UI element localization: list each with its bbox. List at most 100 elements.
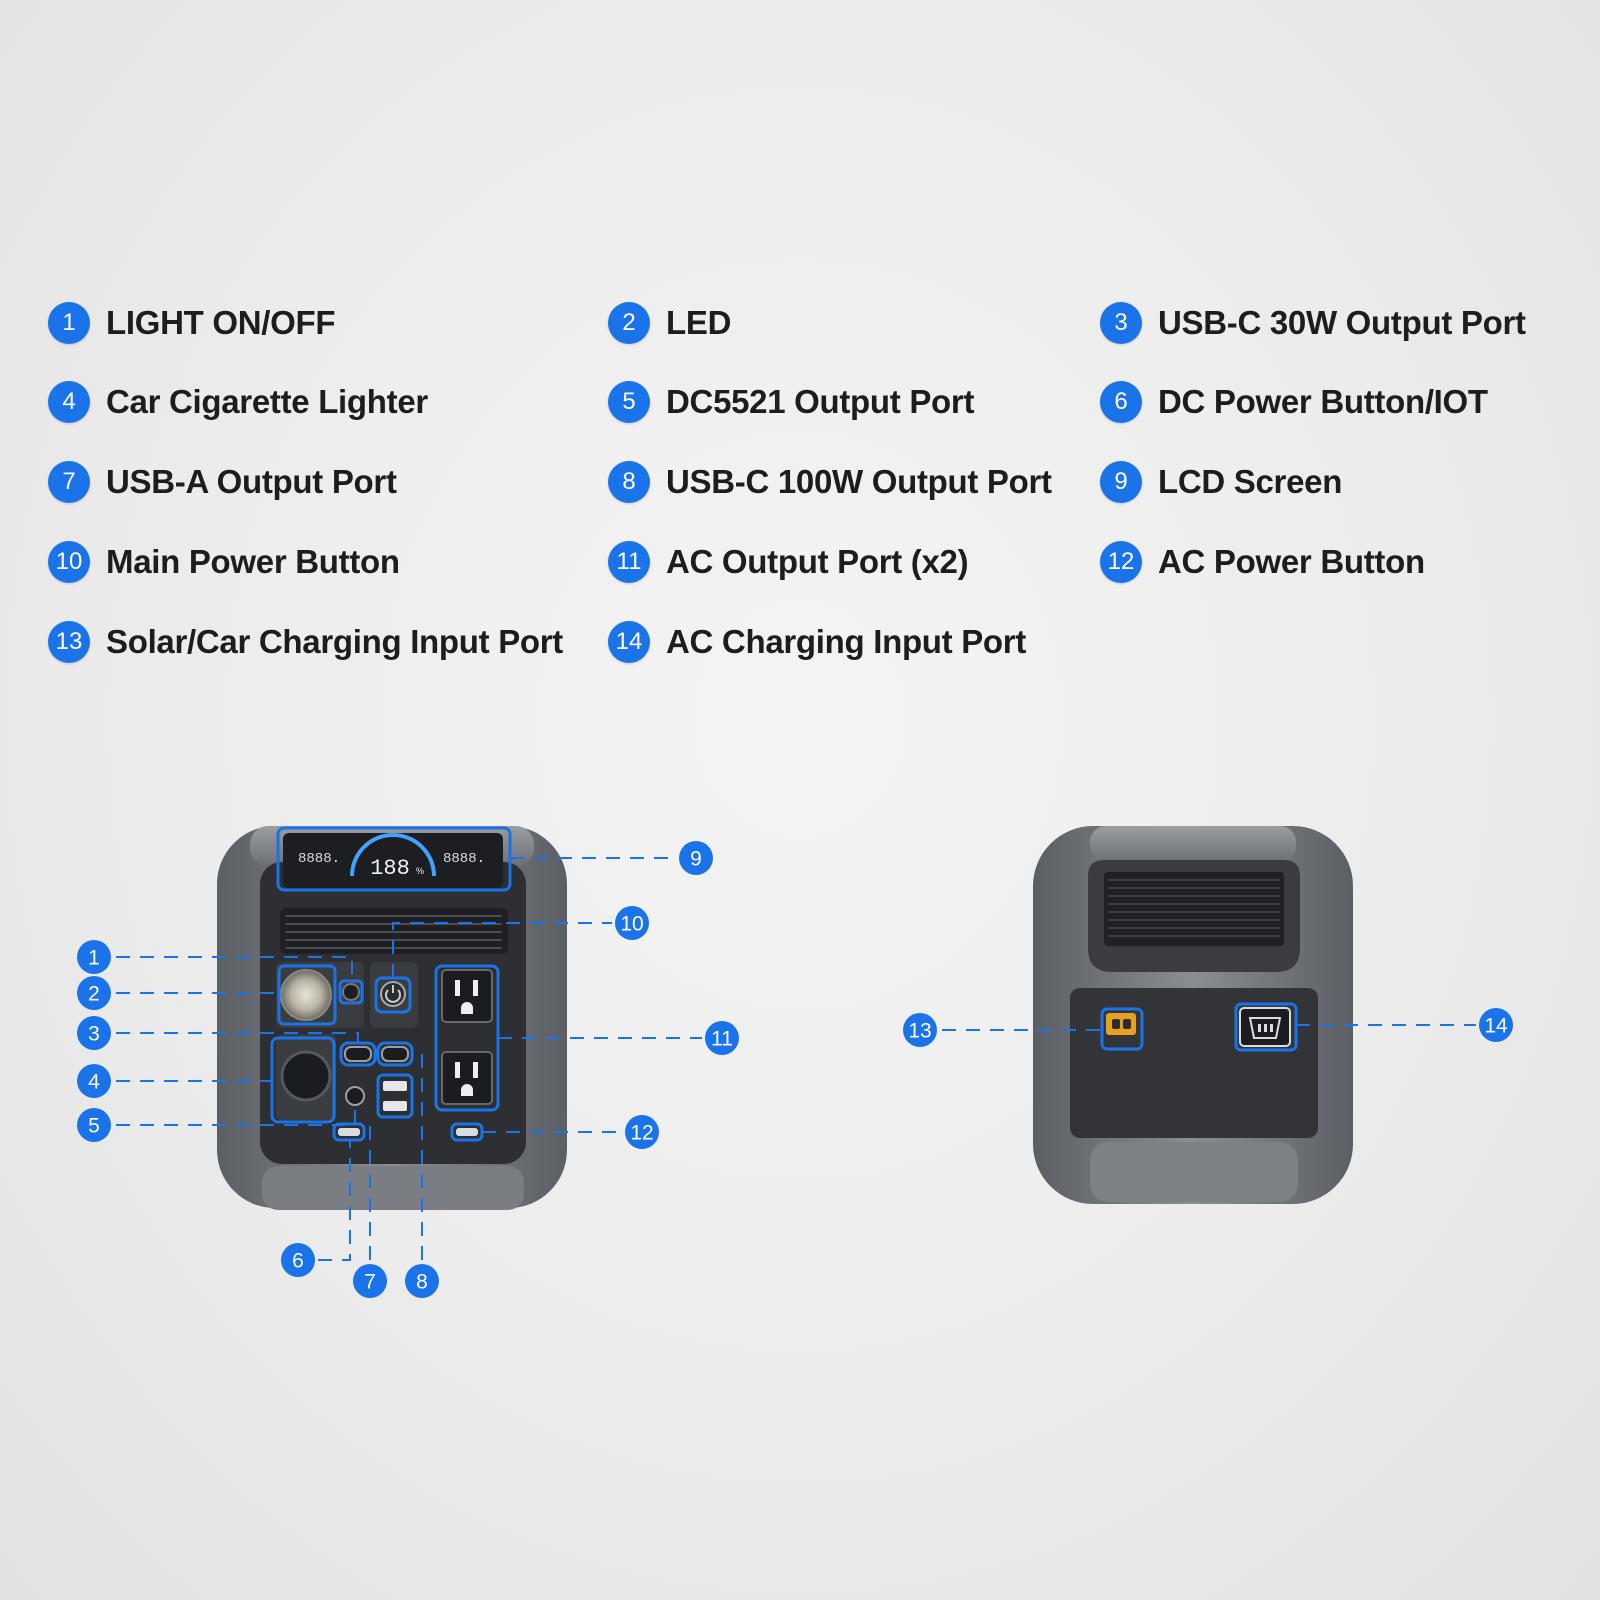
usb-c-30w-port [344, 1046, 372, 1062]
legend-number: 4 [48, 381, 90, 423]
callout-12: 12 [625, 1115, 659, 1149]
lcd-battery-percent: 188 [370, 856, 410, 881]
legend-item-6: 6 DC Power Button/IOT [1100, 380, 1488, 424]
solar-input-highlight [1100, 1007, 1144, 1051]
leader-line-10 [392, 922, 612, 978]
car-lighter-socket [280, 1050, 332, 1102]
callout-9-number: 9 [690, 848, 702, 871]
legend-item-7: 7 USB-A Output Port [48, 460, 397, 504]
callout-13: 13 [903, 1013, 937, 1047]
legend-number: 13 [48, 621, 90, 663]
callout-10: 10 [615, 906, 649, 940]
lcd-left-readout: 8888. [298, 851, 340, 867]
callout-6-number: 6 [292, 1250, 304, 1273]
callout-8-number: 8 [416, 1271, 428, 1294]
solar-input-port [1106, 1013, 1136, 1035]
usb-a-port-1 [383, 1081, 407, 1091]
legend-label: Main Power Button [106, 543, 400, 580]
light-highlight [277, 964, 337, 1026]
callout-1: 1 [77, 940, 111, 974]
callout-8: 8 [405, 1264, 439, 1298]
ac-input-pin-1 [1258, 1024, 1261, 1032]
legend-item-12: 12 AC Power Button [1100, 540, 1425, 584]
leader-line-6 [318, 1140, 351, 1261]
legend-label: USB-C 100W Output Port [666, 463, 1052, 500]
legend-label: Solar/Car Charging Input Port [106, 623, 563, 660]
ac-power-button[interactable] [456, 1128, 478, 1136]
lcd-battery-arc [350, 833, 436, 877]
legend-label: USB-C 30W Output Port [1158, 304, 1526, 341]
back-bottom-cap [1090, 1142, 1298, 1202]
leader-line-3 [116, 1032, 359, 1043]
legend-label: USB-A Output Port [106, 463, 397, 500]
callout-6: 6 [281, 1243, 315, 1277]
legend-number: 3 [1100, 302, 1142, 344]
callout-11-number: 11 [711, 1028, 733, 1051]
legend-item-9: 9 LCD Screen [1100, 460, 1342, 504]
ac-outlet-1 [441, 969, 493, 1023]
light-button-highlight [338, 979, 364, 1005]
leader-line-5 [116, 1105, 356, 1126]
callout-11: 11 [705, 1021, 739, 1055]
dc-power-button[interactable] [338, 1128, 360, 1136]
legend-label: LED [666, 304, 732, 341]
back-vent [1104, 872, 1284, 946]
callout-5-number: 5 [88, 1115, 100, 1138]
legend-number: 6 [1100, 381, 1142, 423]
back-top-cap [1090, 826, 1296, 862]
usb-a-highlight [376, 1073, 414, 1119]
front-bottom-cap [262, 1166, 524, 1210]
callout-5: 5 [77, 1108, 111, 1142]
leader-line-1 [116, 956, 353, 974]
ac-input-highlight [1234, 1002, 1298, 1052]
callout-7-number: 7 [364, 1271, 376, 1294]
ac-input-pin-2 [1264, 1024, 1267, 1032]
legend-number: 8 [608, 461, 650, 503]
lcd-screen: 8888. 8888. 188 % [283, 833, 503, 888]
legend-item-10: 10 Main Power Button [48, 540, 400, 584]
legend-item-5: 5 DC5521 Output Port [608, 380, 974, 424]
legend-item-8: 8 USB-C 100W Output Port [608, 460, 1052, 504]
lcd-right-readout: 8888. [443, 851, 485, 867]
callout-14-number: 14 [1484, 1015, 1508, 1038]
legend-item-1: 1 LIGHT ON/OFF [48, 301, 336, 345]
legend-number: 7 [48, 461, 90, 503]
callout-13-number: 13 [908, 1020, 931, 1043]
legend-label: LIGHT ON/OFF [106, 304, 336, 341]
callout-2: 2 [77, 976, 111, 1010]
callout-4: 4 [77, 1064, 111, 1098]
callout-14: 14 [1479, 1008, 1513, 1042]
legend-label: DC Power Button/IOT [1158, 383, 1488, 420]
ac-input-pin-3 [1270, 1024, 1273, 1032]
front-device: 8888. 8888. 188 % [217, 826, 567, 1210]
led-lamp [280, 969, 332, 1021]
legend-number: 14 [608, 621, 650, 663]
callout-10-number: 10 [620, 913, 643, 936]
legend-item-3: 3 USB-C 30W Output Port [1100, 301, 1526, 345]
dc5521-port [345, 1086, 365, 1106]
legend-label: DC5521 Output Port [666, 383, 975, 420]
legend-number: 9 [1100, 461, 1142, 503]
callout-12-number: 12 [630, 1122, 653, 1145]
ac-input-inner [1248, 1017, 1282, 1039]
lcd-percent-unit: % [416, 866, 424, 876]
legend-number: 5 [608, 381, 650, 423]
light-button[interactable] [342, 983, 360, 1001]
callouts: 1 2 3 4 5 6 7 8 9 10 11 12 13 14 [77, 841, 1513, 1298]
legend-number: 10 [48, 541, 90, 583]
legend-label: LCD Screen [1158, 463, 1343, 500]
ac-outlet-2 [441, 1051, 493, 1105]
legend-number: 12 [1100, 541, 1142, 583]
callout-4-number: 4 [88, 1071, 100, 1094]
callout-9: 9 [679, 841, 713, 875]
legend-item-2: 2 LED [608, 301, 731, 345]
legend-label: AC Output Port (x2) [666, 543, 969, 580]
callout-7: 7 [353, 1264, 387, 1298]
legend-number: 2 [608, 302, 650, 344]
solar-pin-2 [1123, 1019, 1131, 1029]
usb-a-port-2 [383, 1101, 407, 1111]
legend-number: 11 [608, 541, 650, 583]
solar-pin-1 [1112, 1019, 1120, 1029]
back-device [1033, 826, 1353, 1204]
